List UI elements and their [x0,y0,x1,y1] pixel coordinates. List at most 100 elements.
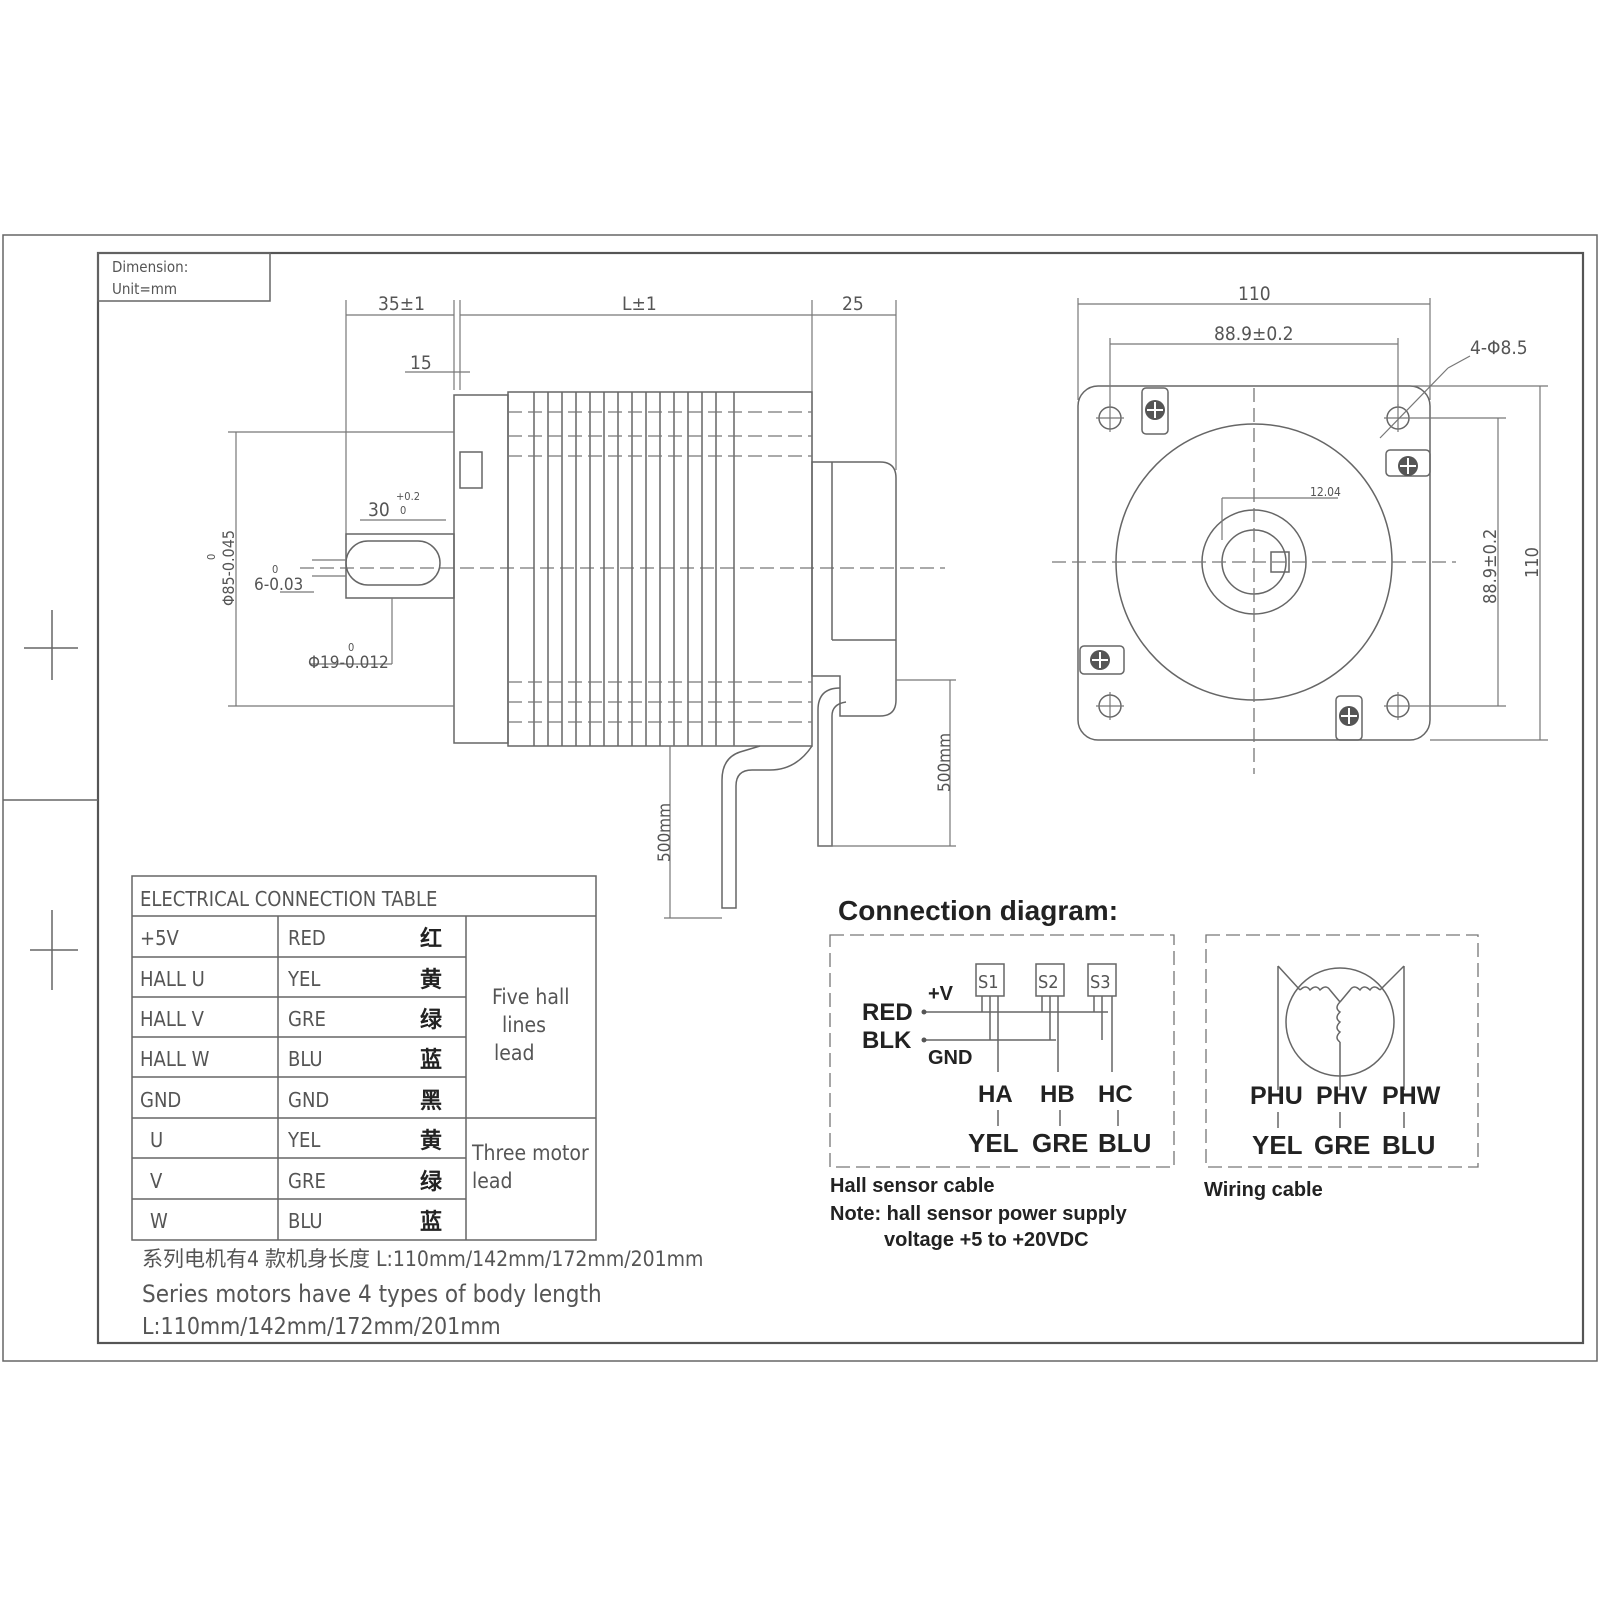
table-row: HALL U YEL 黄 [140,967,442,992]
dim-key-tol-upper: 0 [272,563,278,576]
row-signal: HALL U [140,967,205,991]
hall-output-ha: HA [978,1081,1013,1108]
row-color: BLU [288,1209,323,1233]
row-signal: V [150,1169,163,1193]
shaft-keyway [1270,551,1290,573]
group-hall-line3: lead [494,1041,534,1065]
front-view: 110 88.9±0.2 4-Φ8.5 12.04 88.9±0.2 110 [1052,283,1548,774]
dimension-label: Dimension: [112,258,188,276]
sensor-label: S2 [1038,972,1059,993]
phase-phu: PHU [1250,1082,1303,1110]
hall-gnd-label: GND [928,1047,972,1069]
cooling-fins [508,392,812,746]
hall-red-label: RED [862,999,913,1026]
winding-u [1299,986,1341,1003]
group-hall-line1: Five hall [492,985,569,1009]
electrical-connection-table: ELECTRICAL CONNECTION TABLE +5V RED 红 HA… [131,875,597,1241]
hall-output-hb: HB [1040,1081,1075,1108]
unit-label: Unit=mm [112,280,177,298]
phase-phv: PHV [1316,1082,1368,1110]
hall-color-blu: BLU [1098,1128,1151,1158]
row-signal: U [150,1128,163,1152]
wiring-color-yel: YEL [1252,1130,1303,1160]
table-row: V GRE 绿 [150,1169,443,1194]
hall-output-hc: HC [1098,1081,1133,1108]
rear-cover [811,461,897,717]
row-cn: 蓝 [420,1209,442,1234]
wiring-box [1205,934,1479,1168]
dim-key-width: 6-0.03 [254,575,303,595]
connection-diagram: Connection diagram: RED BLK +V GND S1 S2… [829,895,1479,1251]
dim-cable-length-left: 500mm [655,803,675,862]
row-color: RED [288,926,326,950]
table-row: HALL V GRE 绿 [140,1007,443,1032]
wiring-color-blu: BLU [1382,1130,1435,1160]
row-cn: 蓝 [420,1047,442,1072]
row-cn: 黄 [420,1128,442,1153]
dim-bolt-spacing-v: 88.9±0.2 [1480,529,1501,604]
cover-screws [1079,387,1431,741]
dim-key-length: 30 [368,499,390,521]
row-signal: W [150,1209,168,1233]
row-signal: +5V [140,926,180,950]
table-row: +5V RED 红 [140,926,442,951]
side-view: 35±1 L±1 25 15 [205,293,956,919]
dim-cable-length-right: 500mm [935,733,955,792]
dim-key-length-tol-upper: +0.2 [396,490,420,503]
hall-sensor-s1: S1 [975,963,1005,1072]
front-flange [453,394,509,744]
sensor-label: S3 [1090,972,1111,993]
dim-holes: 4-Φ8.5 [1470,337,1528,359]
wiring-caption: Wiring cable [1204,1179,1323,1201]
sensor-label: S1 [978,972,999,993]
body-length-note-en1: Series motors have 4 types of body lengt… [142,1280,602,1308]
row-signal: HALL V [140,1007,205,1031]
table-row: W BLU 蓝 [150,1209,442,1234]
dim-bolt-spacing-h: 88.9±0.2 [1214,323,1294,345]
row-color: GRE [288,1007,326,1031]
dim-shaft-diameter: Φ19-0.012 [308,653,389,673]
table-row: GND GND 黑 [140,1088,442,1113]
group-motor-line1: Three motor [471,1141,589,1165]
row-cn: 黄 [420,967,442,992]
table-row: HALL W BLU 蓝 [140,1047,442,1072]
row-signal: GND [140,1088,181,1112]
hall-color-yel: YEL [968,1128,1019,1158]
dim-pilot-diameter: Φ85-0.045 [219,530,238,606]
dim-flange-thickness: 15 [410,352,432,374]
row-cn: 红 [420,926,442,951]
dim-key-length-tol-lower: 0 [400,504,406,517]
registration-marks [24,610,78,990]
dim-key-depth: 12.04 [1310,485,1341,499]
row-color: YEL [287,967,320,991]
hall-blk-label: BLK [862,1027,912,1054]
hall-note1: Note: hall sensor power supply [830,1203,1128,1225]
hall-note2: voltage +5 to +20VDC [884,1229,1089,1251]
hall-color-gre: GRE [1032,1128,1088,1158]
group-hall-line2: lines [502,1013,546,1037]
wiring-color-gre: GRE [1314,1130,1370,1160]
dim-height: 110 [1522,547,1543,578]
phase-phw: PHW [1382,1082,1441,1110]
dim-shaft-tol-upper: 0 [348,641,354,654]
shaft [345,533,455,599]
row-color: BLU [288,1047,323,1071]
row-color: GRE [288,1169,326,1193]
table-title: ELECTRICAL CONNECTION TABLE [140,887,437,911]
dim-rear-length: 25 [842,293,864,315]
hall-plusv-label: +V [928,983,954,1005]
row-cn: 绿 [420,1007,443,1032]
dimension-box: Dimension: Unit=mm [97,252,271,302]
flange-label-tab [459,451,483,489]
outer-frame [2,234,1598,1362]
dim-body-length: L±1 [622,293,657,315]
winding-v [1339,986,1381,1003]
body-length-note-en2: L:110mm/142mm/172mm/201mm [142,1314,501,1340]
inner-frame [96,251,1585,1345]
hall-sensor-s3: S3 [1087,963,1117,1072]
mounting-holes [1096,404,1412,720]
dim-shaft-length: 35±1 [378,293,425,315]
hall-cable [817,687,847,847]
connection-title: Connection diagram: [838,895,1118,926]
